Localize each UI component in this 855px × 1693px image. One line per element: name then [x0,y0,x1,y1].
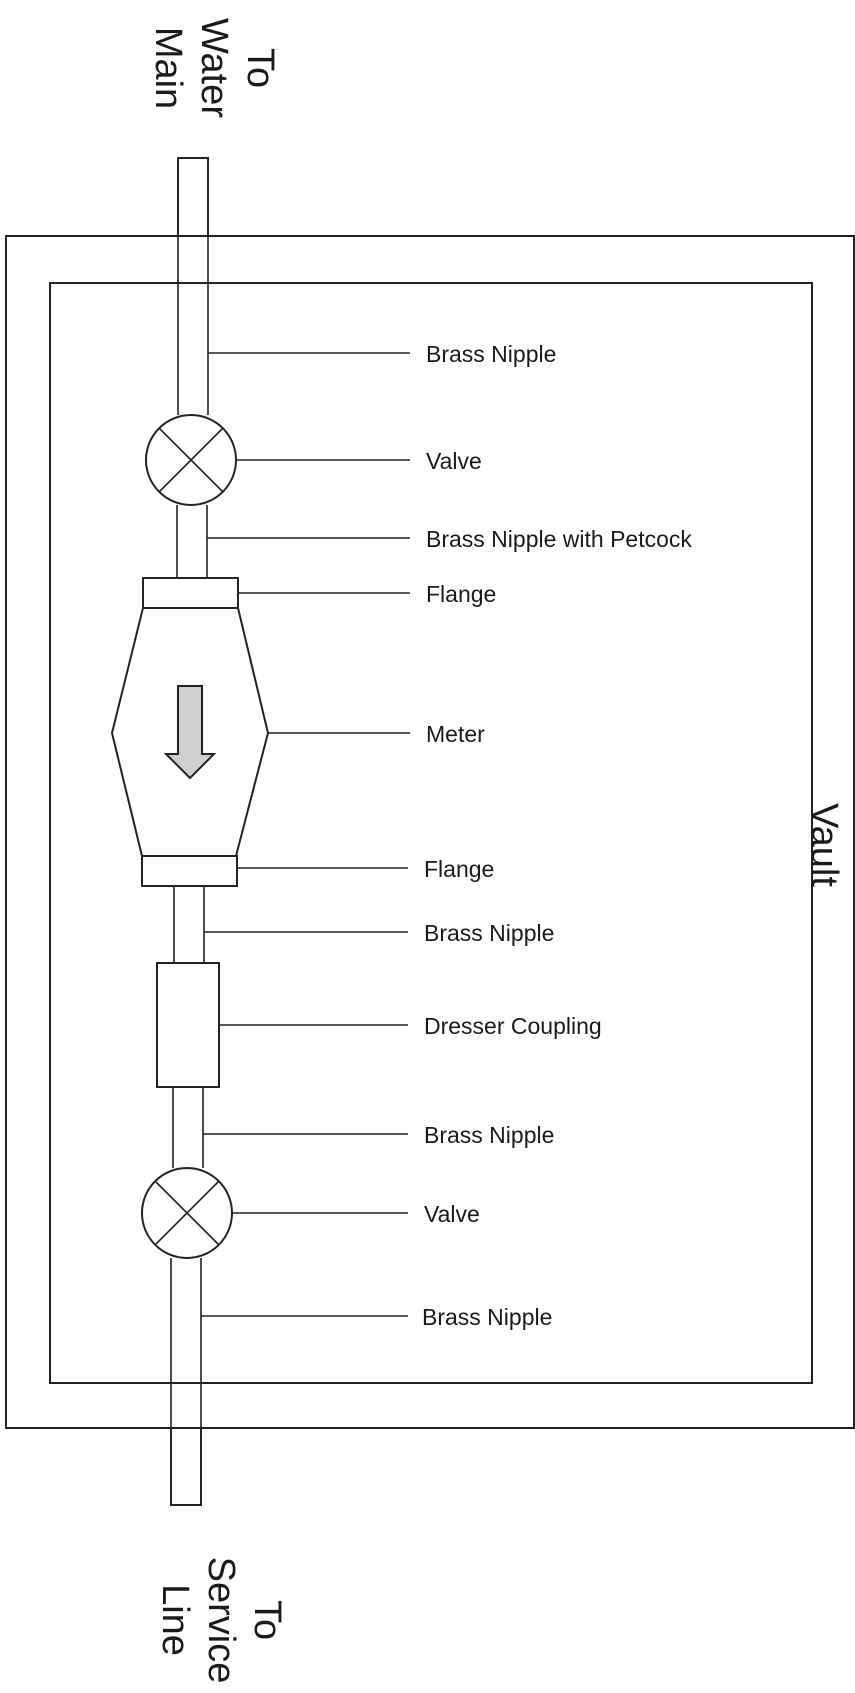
label-flange-2: Flange [424,856,494,882]
label-meter: Meter [426,721,485,747]
leader-lines [201,352,410,1317]
dresser-coupling-symbol [156,962,220,1088]
bottom-label-line-2: Service [200,1557,242,1684]
label-brass-nipple-petcock: Brass Nipple with Petcock [426,526,692,552]
label-dresser-coupling: Dresser Coupling [424,1013,602,1039]
flow-arrow-icon [163,685,217,780]
label-flange-1: Flange [426,581,496,607]
label-valve-1: Valve [426,448,482,474]
valve-2-symbol [141,1167,233,1259]
label-valve-2: Valve [424,1201,480,1227]
bottom-label: To Service Line [154,1557,288,1684]
flange-2-symbol [141,855,238,887]
label-brass-nipple-4: Brass Nipple [422,1304,552,1330]
component-labels: Brass Nipple Valve Brass Nipple with Pet… [422,341,692,1330]
top-label-line-2: Water [193,18,235,118]
top-label-line-3: Main [147,27,189,109]
label-brass-nipple-1: Brass Nipple [426,341,556,367]
valve-1-symbol [145,414,237,506]
label-brass-nipple-3: Brass Nipple [424,1122,554,1148]
bottom-label-line-1: To [246,1600,288,1640]
top-label: To Water Main [147,18,281,118]
pipe [170,157,209,1506]
top-label-line-1: To [239,48,281,88]
bottom-label-line-3: Line [154,1584,196,1656]
flange-1-symbol [142,577,239,609]
vault-label: Vault [803,803,845,887]
label-brass-nipple-2: Brass Nipple [424,920,554,946]
